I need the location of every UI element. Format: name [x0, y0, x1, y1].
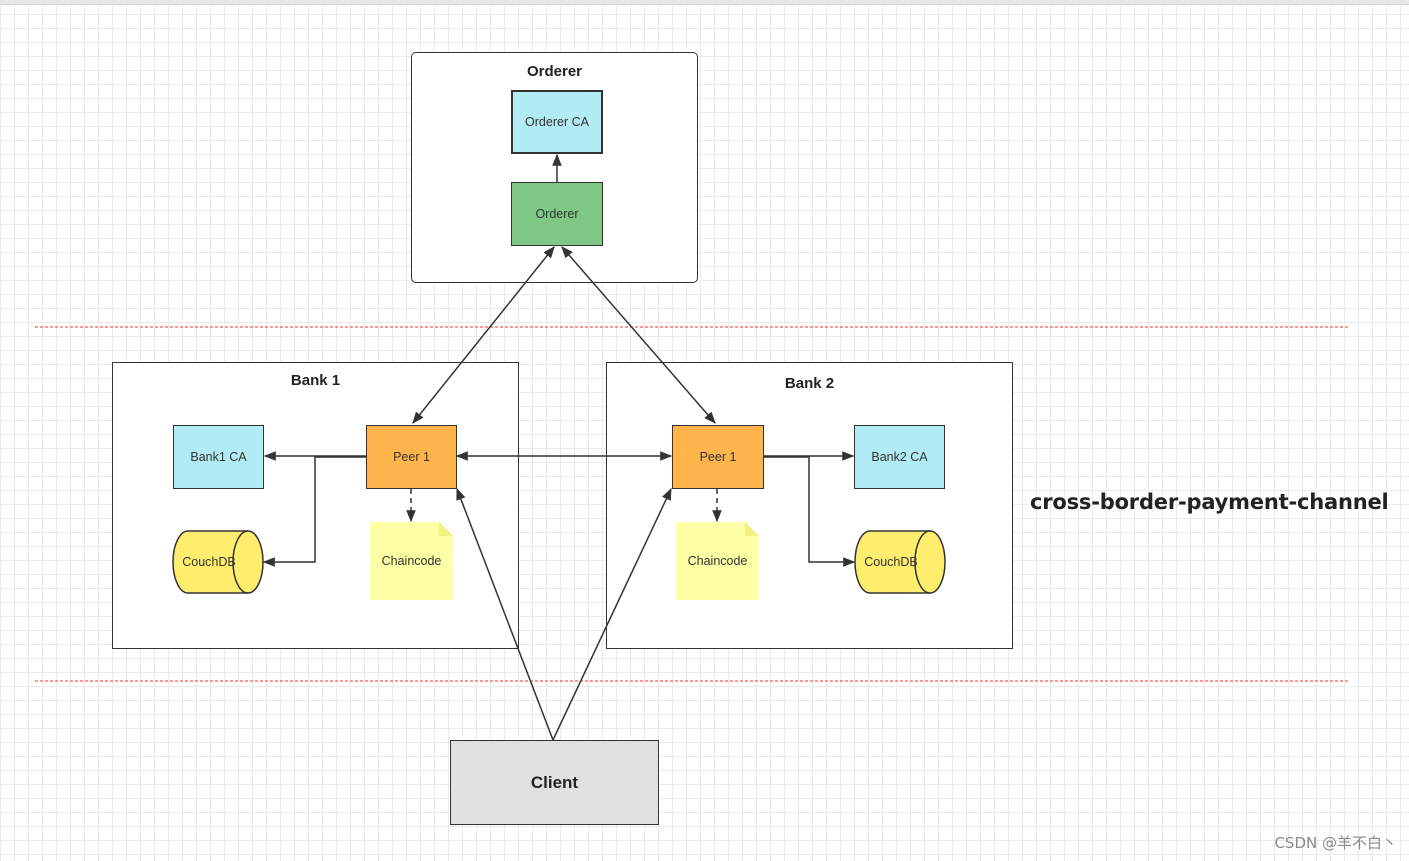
note-fold-icon	[439, 522, 453, 536]
edge-orderer-bank2-peer[interactable]	[561, 246, 716, 424]
orderer-group-title: Orderer	[526, 63, 583, 80]
bank1-group-title: Bank 1	[290, 372, 341, 389]
bank2-group-title: Bank 2	[784, 375, 835, 392]
bank1-peer-node[interactable]: Peer 1	[366, 425, 457, 489]
channel-label: cross-border-payment-channel	[1030, 490, 1389, 514]
database-cylinder-icon	[172, 530, 264, 594]
orderer-ca-node[interactable]: Orderer CA	[511, 90, 603, 154]
bank1-couchdb-node[interactable]: CouchDB	[172, 530, 264, 594]
bank2-couchdb-label: CouchDB	[864, 555, 918, 569]
top-toolbar-strip	[0, 0, 1409, 5]
bank2-chaincode-label: Chaincode	[687, 554, 748, 568]
bank2-peer-node[interactable]: Peer 1	[672, 425, 764, 489]
watermark-text: CSDN @羊不白丶	[1274, 834, 1397, 852]
bank2-ca-node[interactable]: Bank2 CA	[854, 425, 945, 489]
note-fold-icon	[745, 522, 759, 536]
edge-bank2-peer-to-couchdb[interactable]	[764, 456, 856, 567]
edge-orderer-bank1-peer[interactable]	[412, 246, 555, 424]
bank1-chaincode-label: Chaincode	[381, 554, 442, 568]
bank1-chaincode-note[interactable]: Chaincode	[370, 522, 453, 600]
bank2-chaincode-note[interactable]: Chaincode	[676, 522, 759, 600]
orderer-node[interactable]: Orderer	[511, 182, 603, 246]
client-node[interactable]: Client	[450, 740, 659, 825]
bank1-peer-label: Peer 1	[393, 450, 430, 464]
orderer-node-label: Orderer	[535, 207, 579, 221]
database-cylinder-icon	[854, 530, 946, 594]
bank1-ca-label: Bank1 CA	[190, 450, 247, 464]
bank1-ca-node[interactable]: Bank1 CA	[173, 425, 264, 489]
orderer-ca-label: Orderer CA	[525, 115, 589, 129]
bank2-peer-label: Peer 1	[699, 450, 737, 464]
edge-client-to-bank1-peer[interactable]	[456, 487, 554, 741]
edge-bank1-peer-to-couchdb[interactable]	[262, 456, 366, 567]
bank2-ca-label: Bank2 CA	[871, 450, 928, 464]
client-label: Client	[530, 772, 579, 792]
bank1-couchdb-label: CouchDB	[182, 555, 236, 569]
bank2-couchdb-node[interactable]: CouchDB	[854, 530, 946, 594]
edge-client-to-bank2-peer[interactable]	[552, 487, 672, 741]
